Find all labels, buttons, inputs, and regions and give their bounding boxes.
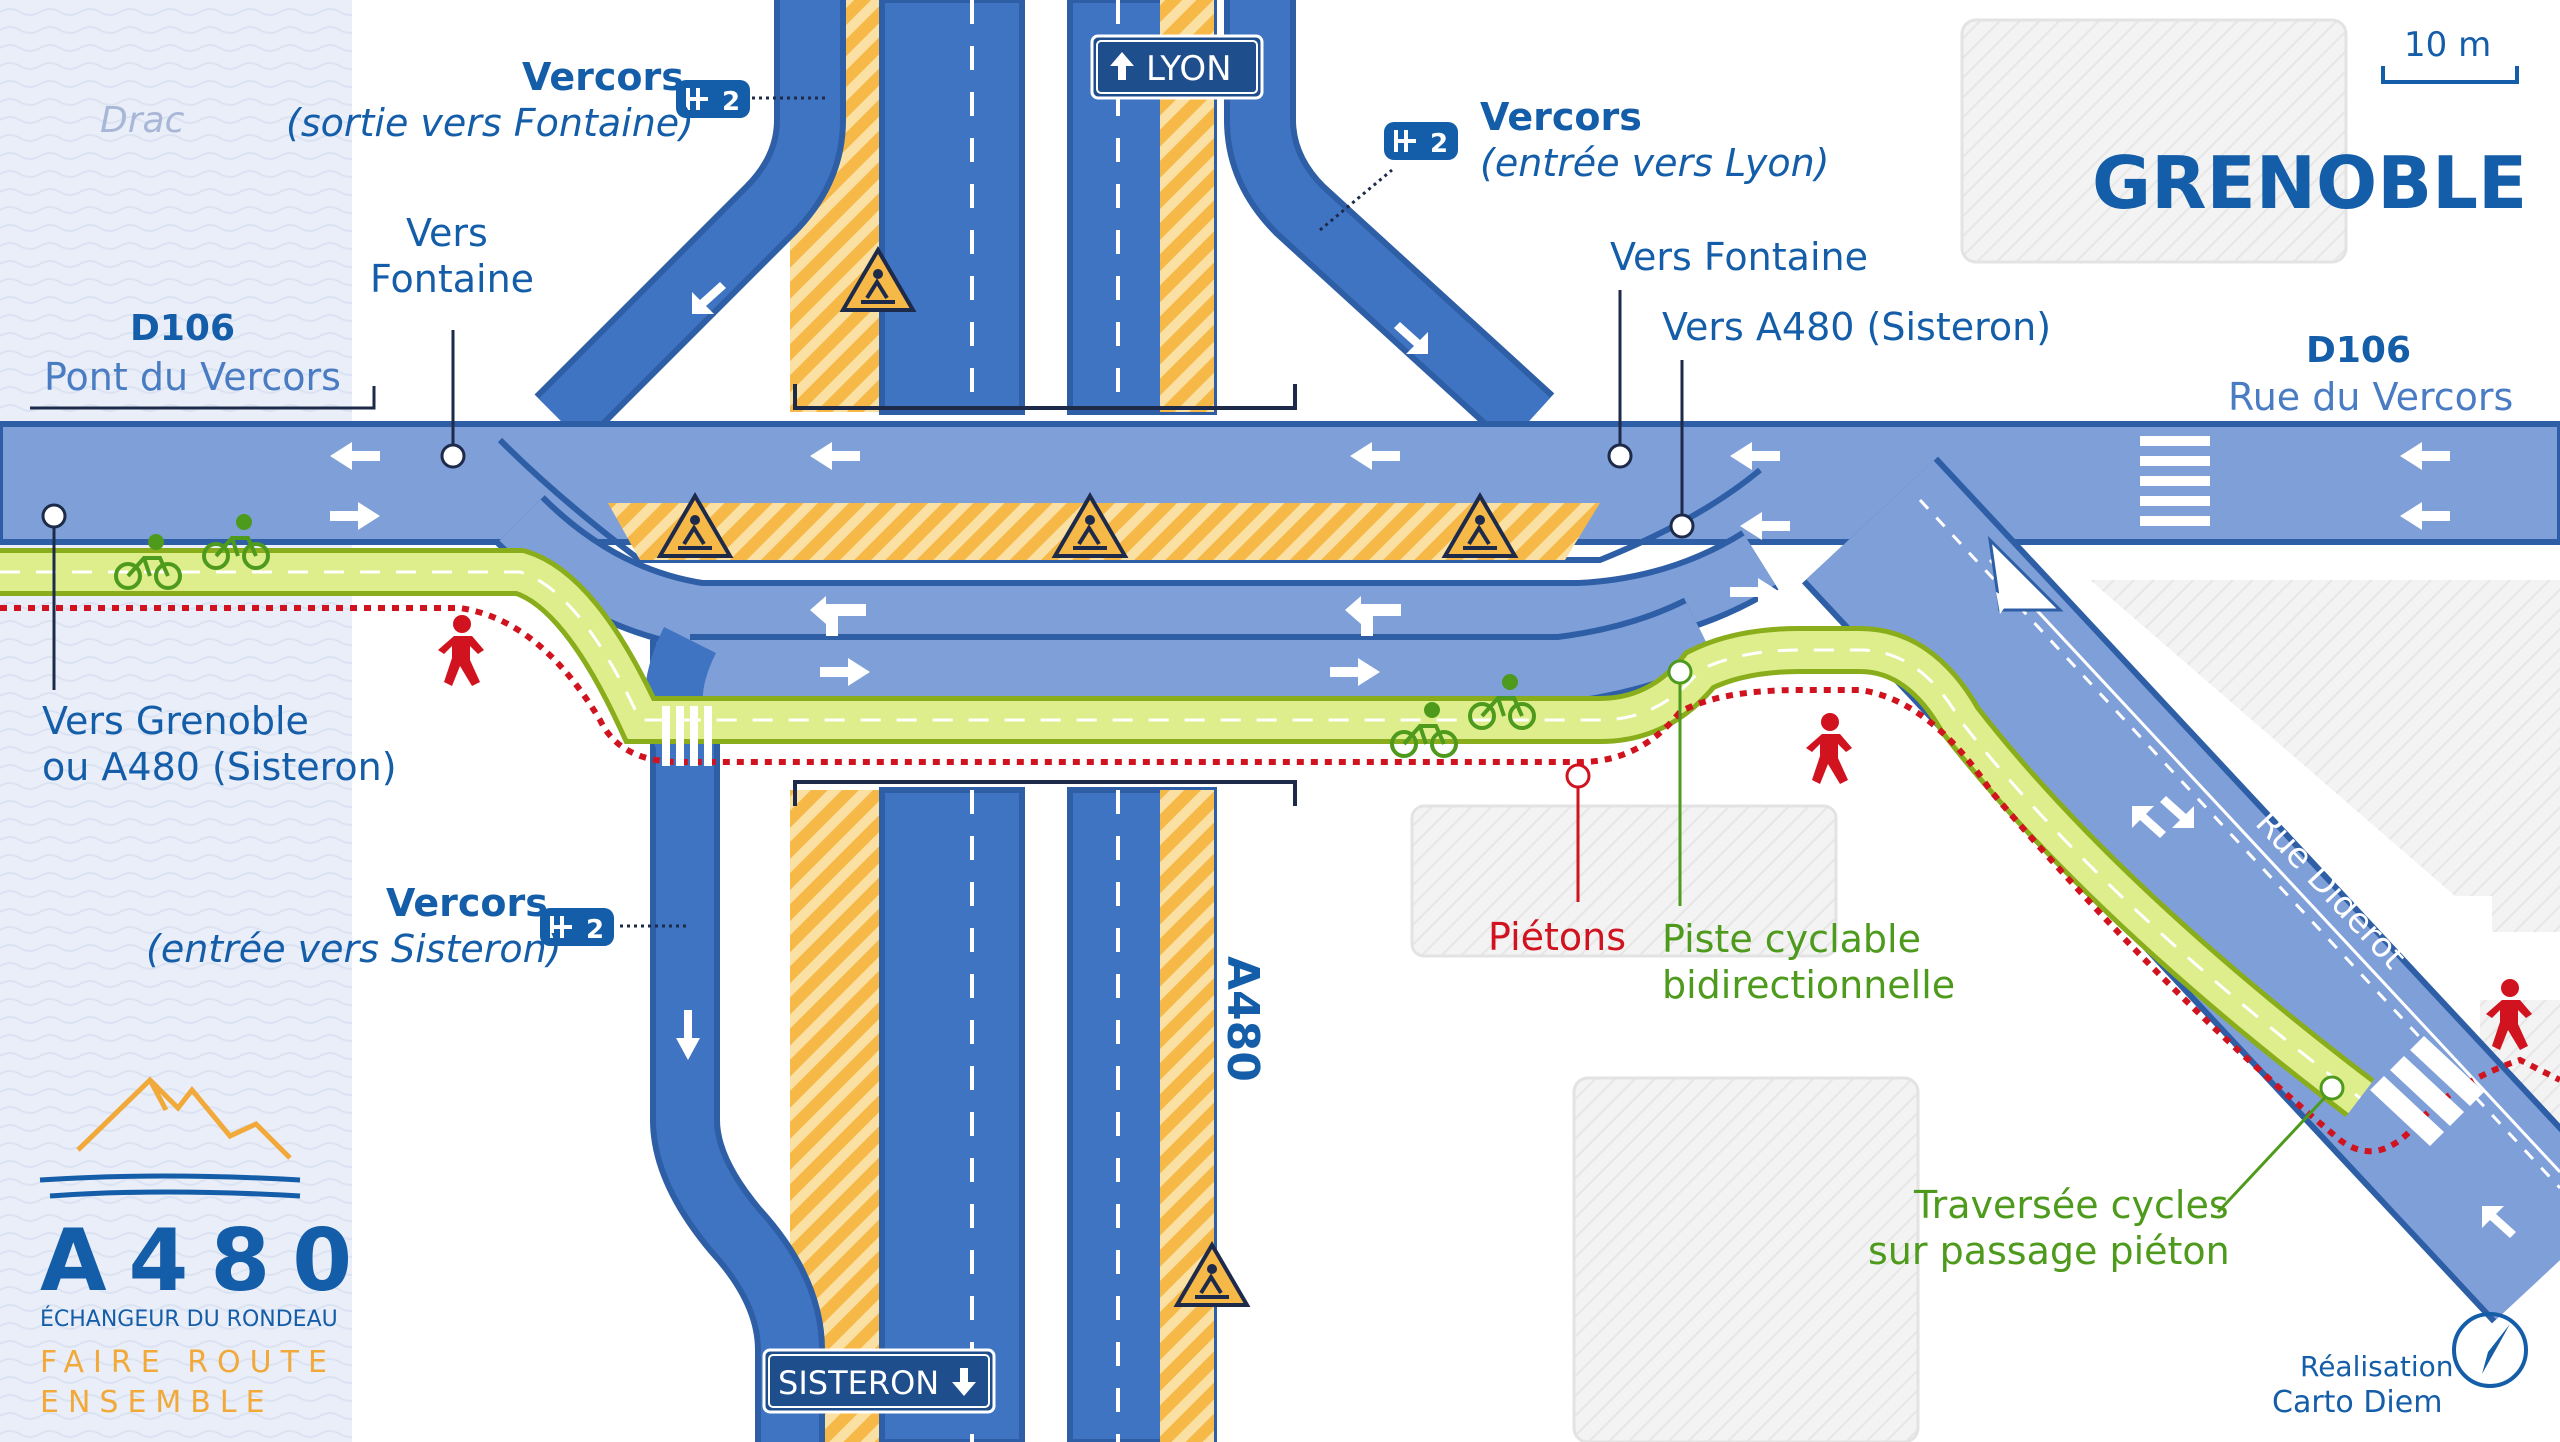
exit-badge-number: 2 xyxy=(586,915,604,945)
arrow-up-icon xyxy=(1110,52,1134,80)
callout-vers-grenoble-2: ou A480 (Sisteron) xyxy=(42,745,397,789)
tagline-line2: ENSEMBLE xyxy=(40,1385,274,1420)
cyclist-icon xyxy=(1390,702,1458,758)
logo-subtitle: ÉCHANGEUR DU RONDEAU xyxy=(40,1306,338,1332)
roadworks-icon xyxy=(1173,1241,1251,1307)
credit: Réalisation Carto Diem xyxy=(2272,1312,2528,1420)
callout-vercors-fontaine-subtitle: (sortie vers Fontaine) xyxy=(286,101,694,145)
callout-vers-fontaine-left-1: Vers xyxy=(406,211,488,255)
callout-pietons: Piétons xyxy=(1488,915,1626,959)
cyclist-icon xyxy=(114,534,182,590)
lower-lanes xyxy=(495,494,1779,756)
cyclists xyxy=(114,514,1536,758)
callout-leaders xyxy=(41,96,1695,928)
a480-label: A480 xyxy=(1217,956,1268,1082)
motorway-exit-badge: 2 xyxy=(540,908,614,946)
bridge-brackets xyxy=(793,384,1297,806)
callout-vercors-lyon-title: Vercors xyxy=(1480,95,1642,139)
exit-badge-number: 2 xyxy=(722,87,740,117)
scale-label: 10 m xyxy=(2404,25,2491,65)
callout-traversee-1: Traversée cycles xyxy=(1913,1183,2229,1227)
sign-lyon: LYON xyxy=(1090,34,1264,100)
roadworks-icon xyxy=(656,492,734,558)
motorway-icon xyxy=(686,88,708,110)
callout-vercors-fontaine-title: Vercors xyxy=(522,55,684,99)
callout-vers-a480-sisteron: Vers A480 (Sisteron) xyxy=(1662,305,2051,349)
credit-line1: Réalisation xyxy=(2300,1350,2454,1383)
callout-vers-fontaine-right: Vers Fontaine xyxy=(1610,235,1868,279)
pedestrian-icon xyxy=(1806,713,1852,784)
credit-line2: Carto Diem xyxy=(2272,1385,2442,1420)
city-label: GRENOBLE xyxy=(2092,141,2527,225)
sign-sisteron-label: SISTERON xyxy=(778,1364,939,1402)
river-drac xyxy=(0,0,352,1442)
arrow-down-icon xyxy=(952,1368,976,1396)
roadworks-icon xyxy=(839,246,917,312)
d106-left-code: D106 xyxy=(130,308,235,349)
mountain-logo-icon xyxy=(76,1076,292,1160)
compass-icon xyxy=(2452,1312,2528,1388)
roadworks-icon xyxy=(1441,492,1519,558)
d106-right-name: Rue du Vercors xyxy=(2228,375,2513,419)
callout-vers-fontaine-left-2: Fontaine xyxy=(370,257,534,301)
bike-lane xyxy=(0,548,2375,1118)
callout-vercors-lyon-subtitle: (entrée vers Lyon) xyxy=(1480,141,1829,185)
exit-badge-number: 2 xyxy=(1430,129,1448,159)
d106-left-name: Pont du Vercors xyxy=(44,355,341,399)
pedestrian-icon xyxy=(2486,979,2532,1050)
a480-logo: A480 ÉCHANGEUR DU RONDEAU FAIRE ROUTE EN… xyxy=(39,1076,374,1420)
callout-pietons-leader xyxy=(1565,763,1591,902)
ramps xyxy=(534,0,1555,1442)
callout-bike-leader xyxy=(1667,659,2345,1214)
motorway-icon xyxy=(550,916,572,938)
callout-traversee-2: sur passage piéton xyxy=(1868,1229,2230,1273)
scale-bar: 10 m xyxy=(2381,25,2519,84)
sign-sisteron: SISTERON xyxy=(762,1348,996,1414)
pedestrian-icon xyxy=(438,615,484,686)
tagline-line1: FAIRE ROUTE xyxy=(40,1345,336,1380)
motorway-exit-badge: 2 xyxy=(676,80,750,118)
roadworks-signs xyxy=(656,246,1519,1307)
sign-lyon-label: LYON xyxy=(1146,49,1232,89)
lane-arrows xyxy=(330,282,2516,1238)
callout-vercors-sisteron-title: Vercors xyxy=(386,881,548,925)
river-label: Drac xyxy=(100,100,185,141)
d106-right-code: D106 xyxy=(2306,330,2411,371)
pedestrians xyxy=(438,615,2532,1050)
a480-motorway xyxy=(790,0,1217,1442)
rue-diderot xyxy=(1801,456,2560,1324)
buildings xyxy=(1410,18,2560,1442)
exit-badges: 2 2 2 xyxy=(540,80,1458,946)
callout-vers-grenoble-1: Vers Grenoble xyxy=(42,699,309,743)
callouts: Vercors (sortie vers Fontaine) Vercors (… xyxy=(42,55,2230,1273)
diderot-crosswalk xyxy=(2370,1036,2484,1146)
crosswalks xyxy=(662,436,2210,766)
roadworks-icon xyxy=(1051,492,1129,558)
cyclist-icon xyxy=(1468,674,1536,730)
pedestrian-path xyxy=(0,605,2560,1155)
logo-title: A480 xyxy=(40,1211,374,1311)
motorway-icon xyxy=(1394,130,1416,152)
callout-piste-cyclable-1: Piste cyclable xyxy=(1662,917,1921,961)
motorway-exit-badge: 2 xyxy=(1384,122,1458,160)
callout-piste-cyclable-2: bidirectionnelle xyxy=(1662,963,1955,1007)
callout-vercors-sisteron-subtitle: (entrée vers Sisteron) xyxy=(146,927,562,971)
cyclist-icon xyxy=(202,514,270,570)
